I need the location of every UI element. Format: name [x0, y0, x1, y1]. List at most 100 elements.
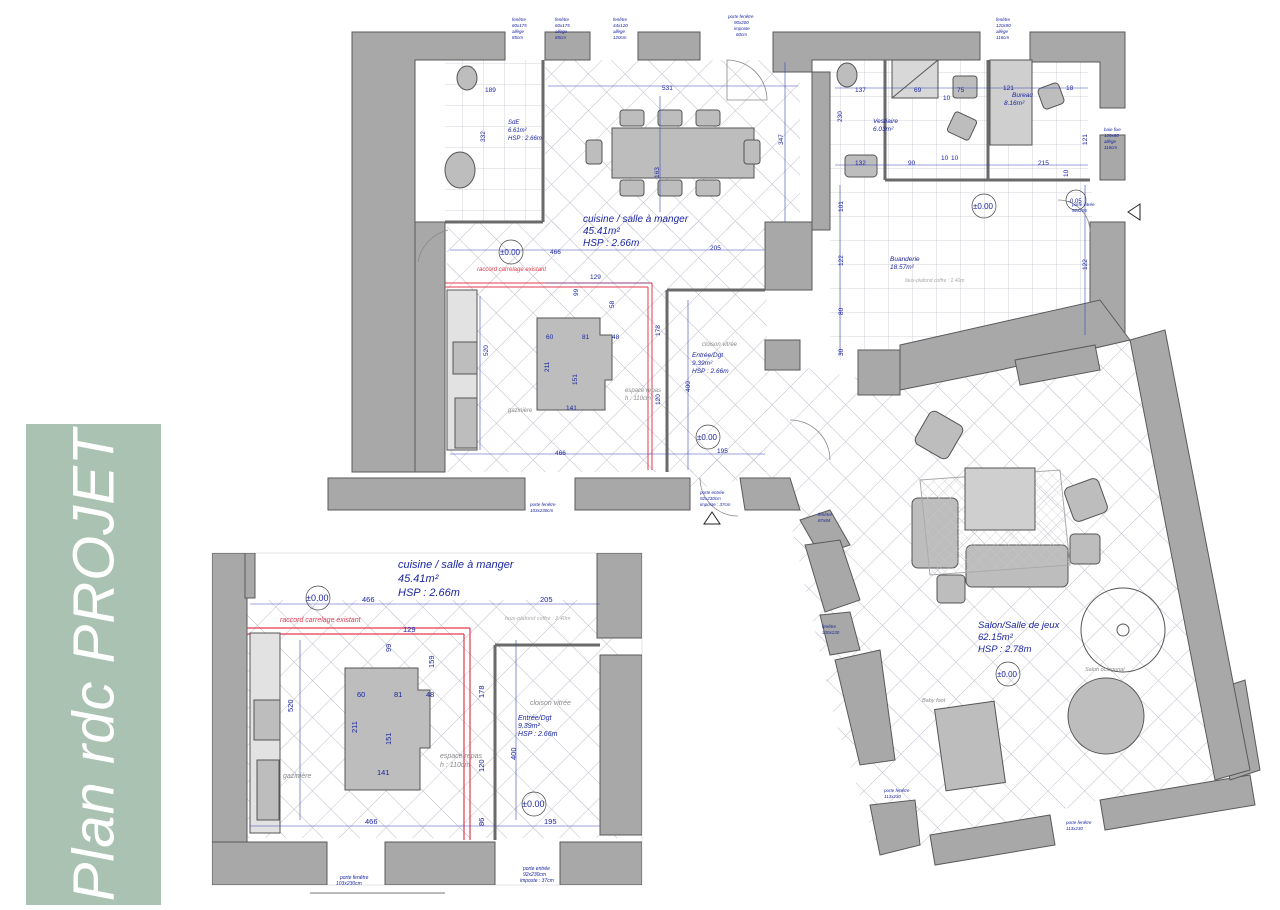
inset-porte-entree-3: imposte : 37cm	[520, 878, 554, 884]
dim-main: 75	[957, 87, 965, 94]
dim-main: 122	[838, 255, 845, 266]
inset-entree-name: Entrée/Dgt	[518, 715, 553, 722]
title-panel: Plan rdc PROJET	[26, 424, 161, 905]
svg-text:120x80: 120x80	[1104, 133, 1119, 138]
inset-room-area: 45.41m²	[398, 573, 439, 585]
dim-inset: 48	[426, 690, 434, 699]
dim-main: 205	[710, 245, 721, 252]
cloison-label: cloison vitrée	[702, 342, 738, 348]
room-entree-name: Entrée/Dgt	[692, 352, 724, 359]
dim-inset: 466	[362, 595, 375, 604]
svg-text:fenêtre: fenêtre	[996, 17, 1011, 22]
dim-main: 211	[544, 361, 551, 372]
svg-text:allège: allège	[613, 29, 626, 34]
inset-gaziniere: gazinière	[283, 773, 312, 780]
level-buanderie: ±0.00	[973, 202, 994, 211]
inset-labels: cuisine / salle à manger 45.41m² HSP : 2…	[280, 559, 571, 887]
room-labels: cuisine / salle à manger 45.41m² HSP : 2…	[508, 92, 1061, 655]
dim-inset: 129	[403, 625, 416, 634]
dim-main: 99	[573, 288, 580, 296]
room-sde-hsp: HSP : 2.66m	[508, 136, 542, 142]
inset-level-1: ±0.00	[306, 593, 328, 603]
dim-main: 163	[654, 167, 661, 178]
dim-main: 520	[483, 345, 490, 356]
dim-main: 466	[555, 450, 566, 457]
level-entree: ±0.00	[697, 433, 718, 442]
dim-inset: 159	[427, 655, 436, 668]
inset-levels: ±0.00 ±0.00	[305, 585, 547, 817]
dim-inset: 178	[477, 685, 486, 698]
inset-entree-area: 9.39m²	[518, 723, 540, 730]
svg-text:porte fenêtre: porte fenêtre	[529, 502, 556, 507]
svg-text:92x230cm: 92x230cm	[700, 496, 721, 501]
inset-level-2: ±0.00	[522, 799, 544, 809]
dim-main: 132	[855, 160, 866, 167]
room-salon-area: 62.15m²	[978, 632, 1014, 643]
inset-espace-repas-h: h : 110cm	[440, 762, 470, 769]
dim-main: 10	[1063, 169, 1070, 177]
entrance-marker	[703, 511, 721, 525]
room-bureau-area: 8.16m²	[1004, 100, 1025, 107]
door-swings	[417, 59, 1091, 517]
dim-main: 121	[1082, 134, 1089, 145]
svg-text:porte fenêtre: porte fenêtre	[727, 14, 754, 19]
dim-main: 10	[951, 155, 959, 162]
svg-text:fenêtre: fenêtre	[818, 512, 833, 517]
dim-main: 60	[546, 334, 554, 341]
dim-main: 531	[662, 85, 673, 92]
inset-dimensions: 466 205 129 99 159 60 81 48 520 211 151 …	[286, 595, 557, 826]
room-buanderie-area: 18.57m²	[890, 264, 915, 271]
svg-text:fenêtre: fenêtre	[555, 17, 570, 22]
dim-inset: 400	[509, 747, 518, 760]
dim-main: 215	[1038, 160, 1049, 167]
room-vestiaire-name: Vestiaire	[873, 118, 898, 125]
level-salon: ±0.00	[997, 670, 1018, 679]
dim-main: 58	[609, 300, 616, 308]
espace-repas-h-label: h : 110cm	[625, 396, 651, 402]
dim-inset: 60	[357, 690, 365, 699]
room-vestiaire-area: 6.03m²	[873, 126, 894, 133]
raccord-label: raccord carrelage existant	[477, 267, 546, 273]
room-cuisine-name: cuisine / salle à manger	[583, 214, 689, 225]
room-salon-name: Salon/Salle de jeux	[978, 620, 1061, 631]
dim-inset: 520	[286, 699, 295, 712]
svg-text:imposte : 37cm: imposte : 37cm	[700, 502, 731, 507]
svg-text:103x230cm: 103x230cm	[530, 508, 554, 513]
svg-text:92x205: 92x205	[1072, 208, 1087, 213]
svg-text:60x175: 60x175	[555, 23, 570, 28]
partitions	[445, 60, 1090, 472]
salon-octogonal-label: Salon octogonal	[1085, 667, 1125, 673]
dim-main: 129	[590, 274, 601, 281]
dim-main: 178	[655, 325, 662, 336]
room-salon-hsp: HSP : 2.78m	[978, 644, 1032, 655]
svg-text:85cm: 85cm	[555, 35, 566, 40]
svg-text:120x90: 120x90	[996, 23, 1011, 28]
dim-inset: 99	[384, 644, 393, 652]
dim-main: 80	[838, 307, 845, 315]
dim-main: 30	[838, 348, 845, 356]
dim-inset: 195	[544, 817, 557, 826]
dim-main: 121	[1003, 85, 1014, 92]
svg-text:allège: allège	[512, 29, 525, 34]
svg-text:116cm: 116cm	[996, 35, 1009, 40]
inset-porte-fenetre-2: 103x230cm	[336, 881, 362, 887]
svg-text:fenêtre: fenêtre	[613, 17, 628, 22]
level-porte-vitree: -0.05	[1068, 199, 1082, 205]
dim-main: 195	[717, 448, 728, 455]
svg-text:90x200: 90x200	[734, 20, 749, 25]
inset-cloison-label: cloison vitrée	[530, 700, 571, 707]
level-cuisine: ±0.00	[500, 248, 521, 257]
dim-main: 400	[685, 381, 692, 392]
faux-plafond-label: faux-plafond coffre : 2.40m	[905, 278, 964, 284]
dim-main: 332	[480, 131, 487, 142]
inset-room-name: cuisine / salle à manger	[398, 559, 515, 571]
svg-text:113x230: 113x230	[1066, 826, 1083, 831]
dimension-lines	[450, 62, 1088, 470]
inset-plan: cuisine / salle à manger 45.41m² HSP : 2…	[211, 552, 643, 894]
